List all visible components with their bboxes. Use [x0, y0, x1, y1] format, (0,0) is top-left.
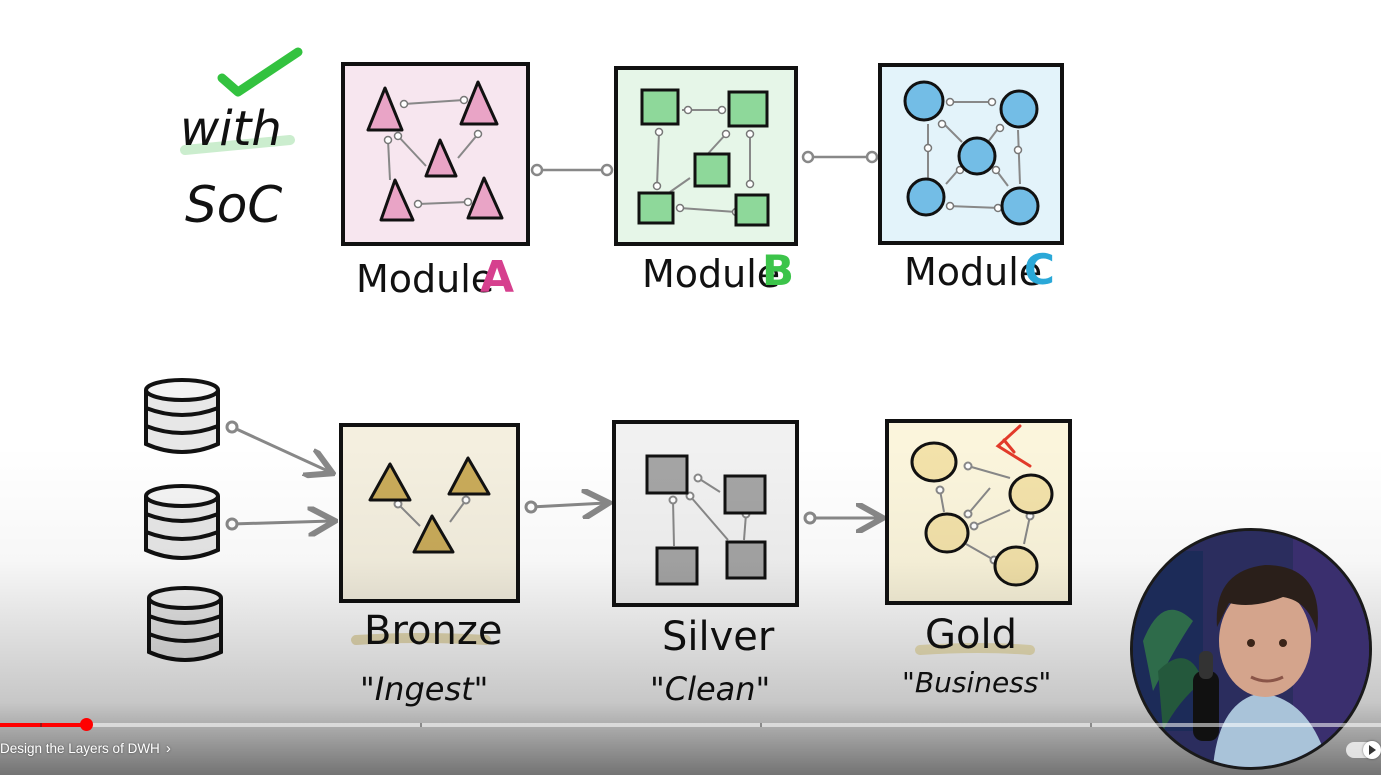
module-c-node — [1000, 186, 1040, 226]
module-connector — [801, 150, 879, 164]
gold-label: Gold — [925, 612, 1017, 658]
checkmark-icon — [217, 47, 303, 97]
svg-text:B: B — [762, 246, 794, 295]
svg-text:Module: Module — [642, 252, 780, 296]
presenter-avatar — [1133, 531, 1369, 767]
module-b-label: Module B — [642, 246, 794, 296]
svg-text:Module: Module — [904, 250, 1042, 294]
silver-node — [655, 546, 699, 586]
database-icon — [147, 586, 223, 662]
module-c-node — [903, 80, 945, 122]
silver-node — [723, 474, 767, 515]
module-b-node — [693, 152, 731, 188]
gold-node — [1008, 473, 1054, 515]
chapter-marker — [1090, 723, 1092, 727]
chapter-title-text: Design the Layers of DWH — [0, 741, 160, 756]
module-c-node — [906, 177, 946, 217]
module-b-box — [614, 66, 798, 246]
chapter-marker — [40, 723, 42, 727]
gold-node — [993, 545, 1039, 587]
module-a-node — [466, 176, 504, 220]
module-a-box — [341, 62, 530, 246]
chapter-marker — [420, 723, 422, 727]
module-c-node — [957, 136, 997, 176]
module-c-label: Module C — [904, 245, 1055, 294]
with-label: with — [180, 101, 282, 157]
flow-arrow — [524, 502, 606, 512]
svg-text:Module: Module — [356, 257, 494, 301]
autoplay-toggle[interactable] — [1346, 741, 1381, 759]
module-b-node — [637, 191, 675, 225]
soc-label: SoC — [185, 176, 282, 234]
presenter-webcam — [1130, 528, 1372, 770]
progress-bar[interactable] — [0, 718, 1381, 731]
progress-scrubber-handle[interactable] — [79, 718, 93, 731]
module-a-node — [459, 80, 499, 126]
silver-node — [645, 454, 689, 495]
silver-label: Silver — [662, 614, 775, 660]
gold-layer-box — [885, 419, 1072, 605]
module-b-node — [640, 88, 680, 126]
progress-bar-played — [0, 723, 86, 727]
gold-node — [910, 441, 958, 483]
bronze-label: Bronze — [364, 608, 502, 654]
bronze-layer-box — [339, 423, 520, 603]
flow-arrow — [803, 513, 880, 523]
database-icon — [144, 484, 220, 560]
module-b-node — [727, 90, 769, 128]
module-a-node — [379, 178, 415, 222]
play-icon — [1369, 745, 1376, 755]
module-b-node — [734, 193, 770, 227]
chapter-title-button[interactable]: Design the Layers of DWH › — [0, 741, 171, 756]
module-connector — [530, 163, 614, 177]
gold-node — [924, 512, 970, 554]
bronze-tagline: "Ingest" — [360, 670, 488, 708]
module-a-label: Module A — [356, 252, 514, 303]
gold-tagline: "Business" — [902, 666, 1051, 699]
chapter-marker — [760, 723, 762, 727]
module-c-node — [999, 89, 1039, 129]
svg-text:C: C — [1024, 245, 1055, 294]
module-c-box — [878, 63, 1064, 245]
module-a-node — [424, 138, 458, 178]
module-a-node — [366, 86, 404, 132]
silver-tagline: "Clean" — [650, 670, 770, 708]
silver-node — [725, 540, 767, 580]
autoplay-toggle-icon — [1363, 741, 1381, 759]
chevron-right-icon: › — [165, 740, 171, 757]
database-icon — [144, 378, 220, 454]
svg-text:A: A — [480, 252, 514, 303]
silver-layer-box — [612, 420, 799, 607]
flow-arrow — [225, 420, 332, 529]
